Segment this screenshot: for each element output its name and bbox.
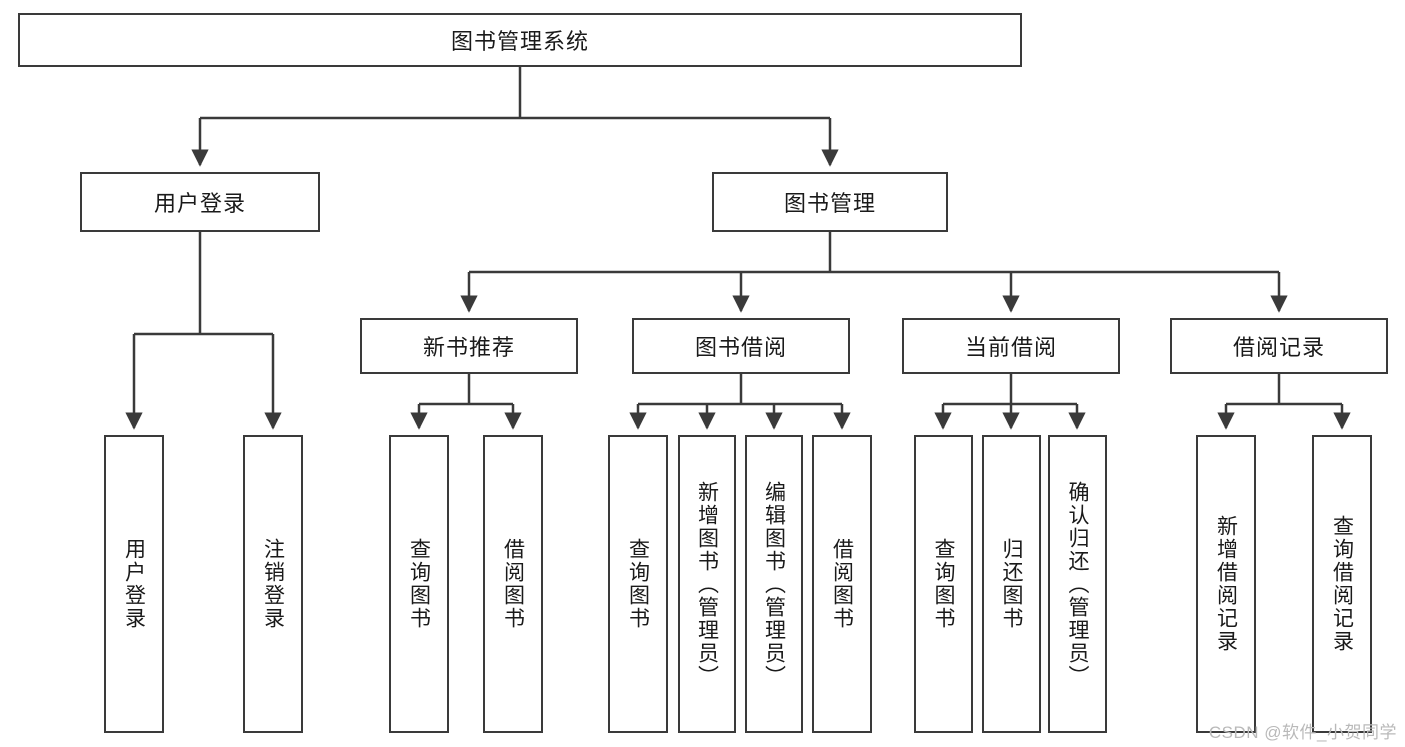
node-book-manage-label: 图书管理 (783, 191, 876, 216)
node-root[interactable]: 图书管理系统 (18, 13, 1022, 67)
node-book-manage[interactable]: 图书管理 (712, 172, 948, 232)
node-book-borrow[interactable]: 图书借阅 (632, 318, 850, 374)
node-leaf-add-book-label: 新增图书（管理员） (695, 480, 719, 688)
node-leaf-borrow-book-1[interactable]: 借阅图书 (483, 435, 543, 733)
node-leaf-query-book-1[interactable]: 查询图书 (389, 435, 449, 733)
node-root-label: 图书管理系统 (450, 29, 589, 54)
node-current-borrow[interactable]: 当前借阅 (902, 318, 1120, 374)
node-borrow-record[interactable]: 借阅记录 (1170, 318, 1388, 374)
node-new-book-rec-label: 新书推荐 (422, 335, 515, 360)
node-leaf-query-book-3-label: 查询图书 (932, 538, 955, 630)
node-leaf-user-logout-label: 注销登录 (261, 538, 285, 630)
node-user-login-label: 用户登录 (153, 191, 246, 216)
node-leaf-confirm-return-label: 确认归还（管理员） (1066, 480, 1089, 688)
node-new-book-rec[interactable]: 新书推荐 (360, 318, 578, 374)
node-leaf-return-book-label: 归还图书 (1000, 538, 1023, 630)
node-leaf-user-logout[interactable]: 注销登录 (243, 435, 303, 733)
node-leaf-borrow-book-1-label: 借阅图书 (501, 538, 525, 630)
node-current-borrow-label: 当前借阅 (964, 335, 1057, 360)
node-leaf-add-book[interactable]: 新增图书（管理员） (678, 435, 736, 733)
node-leaf-add-record[interactable]: 新增借阅记录 (1196, 435, 1256, 733)
node-borrow-record-label: 借阅记录 (1232, 335, 1325, 360)
node-user-login[interactable]: 用户登录 (80, 172, 320, 232)
node-leaf-query-book-1-label: 查询图书 (407, 538, 431, 630)
node-leaf-query-record-label: 查询借阅记录 (1330, 515, 1354, 653)
node-leaf-borrow-book-2[interactable]: 借阅图书 (812, 435, 872, 733)
node-leaf-return-book[interactable]: 归还图书 (982, 435, 1041, 733)
node-leaf-add-record-label: 新增借阅记录 (1214, 515, 1238, 653)
node-leaf-borrow-book-2-label: 借阅图书 (830, 538, 854, 630)
node-leaf-query-record[interactable]: 查询借阅记录 (1312, 435, 1372, 733)
csdn-watermark: CSDN @软件_小贺同学 (1208, 723, 1397, 742)
node-leaf-query-book-2[interactable]: 查询图书 (608, 435, 668, 733)
node-leaf-confirm-return[interactable]: 确认归还（管理员） (1048, 435, 1107, 733)
node-leaf-edit-book-label: 编辑图书（管理员） (762, 480, 786, 688)
node-leaf-edit-book[interactable]: 编辑图书（管理员） (745, 435, 803, 733)
node-leaf-user-login[interactable]: 用户登录 (104, 435, 164, 733)
node-book-borrow-label: 图书借阅 (694, 335, 787, 360)
node-leaf-user-login-label: 用户登录 (122, 538, 146, 630)
node-leaf-query-book-2-label: 查询图书 (626, 538, 650, 630)
node-leaf-query-book-3[interactable]: 查询图书 (914, 435, 973, 733)
